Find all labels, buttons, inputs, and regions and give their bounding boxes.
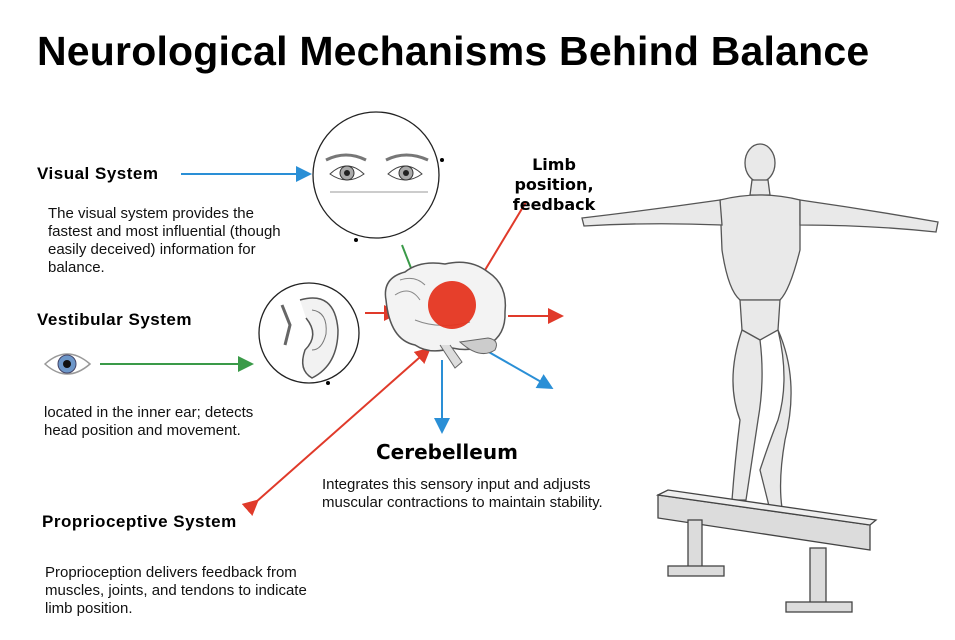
visual-system-text: The visual system provides the fastest a… [48, 205, 281, 276]
proprioceptive-system-text: Proprioception delivers feedback from mu… [45, 564, 307, 617]
proprioceptive-arrow [241, 347, 431, 516]
page-title: Neurological Mechanisms Behind Balance [37, 28, 870, 74]
eyes-illustration [312, 111, 444, 242]
visual-system-heading: Visual System [37, 164, 159, 183]
balance-beam-illustration [655, 489, 878, 613]
brain-highlight [428, 281, 476, 329]
proprioceptive-system-heading: Proprioceptive System [42, 512, 237, 531]
limb-position-label: Limb position, feedback [498, 155, 610, 215]
cerebellum-out-arrow [479, 346, 554, 389]
eye-icon [43, 353, 92, 375]
cerebellum-heading: Cerebelleum [376, 440, 518, 464]
vestibular-system-heading: Vestibular System [37, 310, 192, 329]
cerebellum-text: Integrates this sensory input and adjust… [322, 476, 603, 511]
brain-illustration [384, 261, 507, 369]
limb-label-line2: feedback [512, 195, 596, 214]
limb-label-line1: Limb position, [514, 155, 594, 194]
vestibular-system-text: located in the inner ear; detects head p… [44, 404, 254, 439]
ear-illustration [258, 282, 360, 385]
human-figure-illustration [581, 143, 939, 511]
